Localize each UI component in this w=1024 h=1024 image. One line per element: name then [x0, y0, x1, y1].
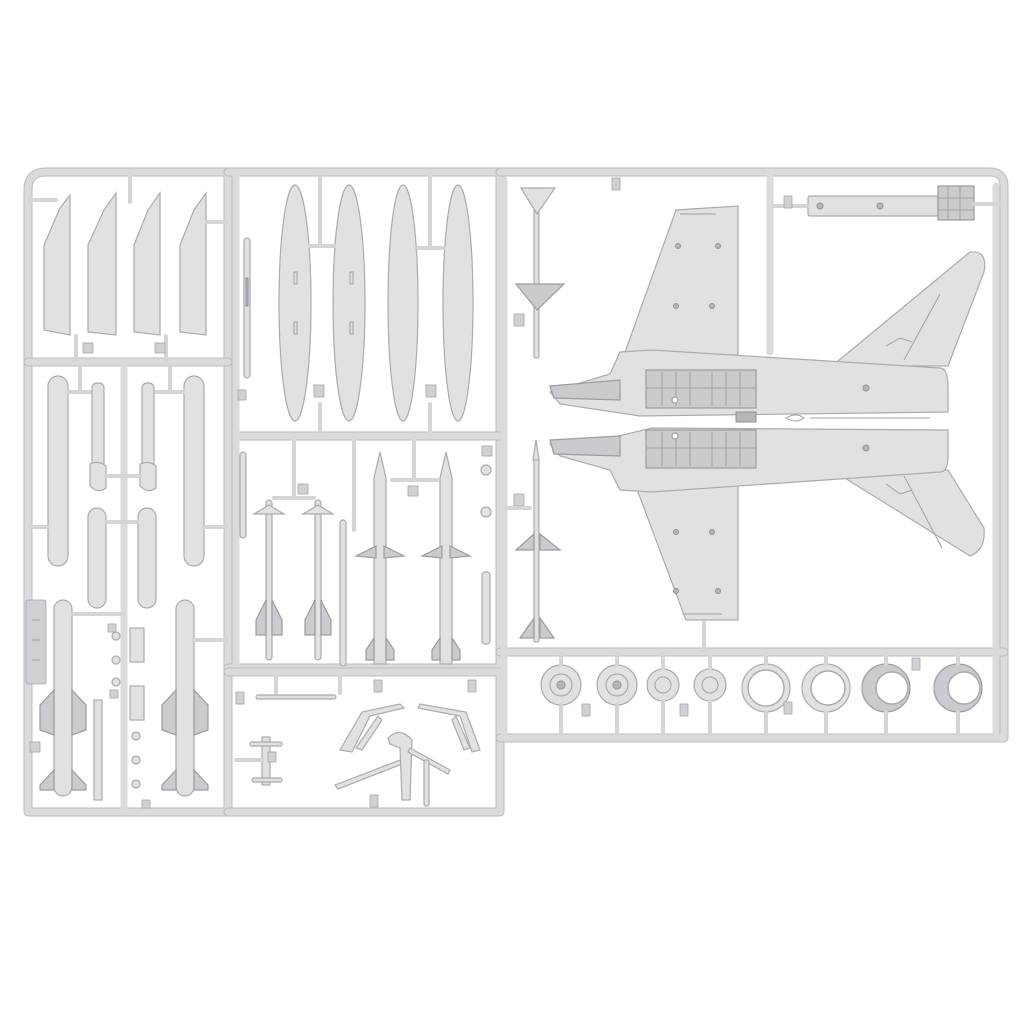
- launcher-rails: [239, 438, 493, 667]
- pylon-plates: [28, 174, 228, 362]
- runner-frame: [23, 167, 1009, 817]
- wheels: [540, 654, 727, 736]
- pylon-bar: [772, 185, 1002, 221]
- fuel-tanks-left: [28, 364, 228, 567]
- exhaust-rings: [741, 654, 983, 736]
- medium-range-missiles: [353, 438, 473, 665]
- drop-tanks: [278, 174, 474, 434]
- guided-missiles: [29, 599, 228, 797]
- aircraft-lower-fuselage: [548, 205, 986, 652]
- sprue-tag: [25, 599, 47, 685]
- short-range-missiles: [251, 438, 336, 661]
- landing-gear-parts: [234, 674, 481, 808]
- right-missiles: [504, 177, 621, 643]
- bombs: [87, 382, 157, 609]
- small-fittings: [93, 623, 151, 809]
- slim-rail: [237, 237, 251, 401]
